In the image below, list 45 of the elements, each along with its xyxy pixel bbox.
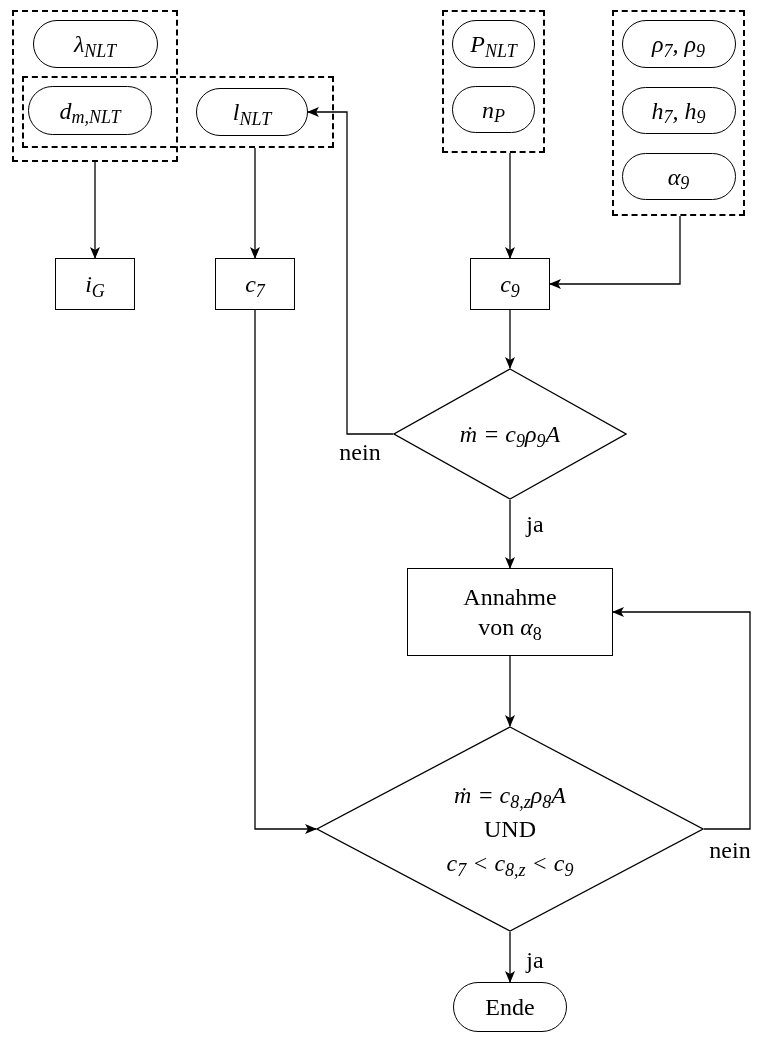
arrow: [505, 309, 515, 369]
node-text: c$_{7}$ < c$_{8,z}$ < c$_{9}$: [446, 849, 574, 878]
dashed-group-box: [442, 10, 545, 153]
node-text: l$_{NLT}$: [232, 98, 272, 127]
process-box: [407, 568, 613, 656]
node-text: ρ$_{7}$, ρ$_{9}$: [651, 30, 706, 59]
node-text: α$_{9}$: [667, 162, 690, 192]
arrow: [254, 309, 317, 834]
node-text: λ$_{NLT}$: [73, 30, 117, 59]
terminal-pill: [452, 86, 535, 133]
node-text: c$_{7}$: [245, 270, 265, 299]
process-box: [55, 258, 135, 310]
arrow: [90, 161, 100, 259]
decision-diamond: [393, 368, 627, 500]
arrow: [505, 152, 515, 259]
dashed-group-box: [612, 10, 745, 216]
terminal-pill: [621, 153, 736, 200]
arrow: [505, 499, 515, 569]
arrow: [307, 107, 394, 435]
terminal-pill: [196, 88, 308, 136]
process-box: [470, 258, 550, 310]
node-text: UND: [484, 815, 536, 844]
terminal-pill: [621, 87, 736, 134]
node-text: Ende: [485, 993, 535, 1022]
arrow: [505, 655, 515, 727]
terminal-pill: [452, 20, 535, 68]
node-text: n$_{P}$: [482, 95, 505, 125]
terminal-pill: [28, 86, 152, 135]
terminal-pill: [453, 982, 567, 1032]
arrow: [549, 215, 681, 289]
terminal-pill: [32, 20, 158, 68]
arrow: [250, 147, 260, 259]
arrow: [612, 607, 751, 830]
node-text: ṁ = c$_{9}$ρ$_{9}$A: [459, 420, 561, 449]
process-box: [215, 258, 295, 310]
node-text: c$_{9}$: [500, 270, 520, 299]
node-text: Annahme von α$_{8}$: [462, 583, 558, 642]
arrow: [505, 931, 515, 983]
node-text: ṁ = c$_{8,z}$ρ$_{8}$A: [454, 781, 566, 810]
node-text: i$_{G}$: [85, 270, 105, 299]
decision-diamond: [316, 726, 704, 932]
node-text: d$_{m,NLT}$: [59, 96, 121, 126]
terminal-pill: [621, 20, 736, 68]
node-text: h$_{7}$, h$_{9}$: [651, 96, 706, 126]
node-text: P$_{NLT}$: [470, 30, 517, 59]
